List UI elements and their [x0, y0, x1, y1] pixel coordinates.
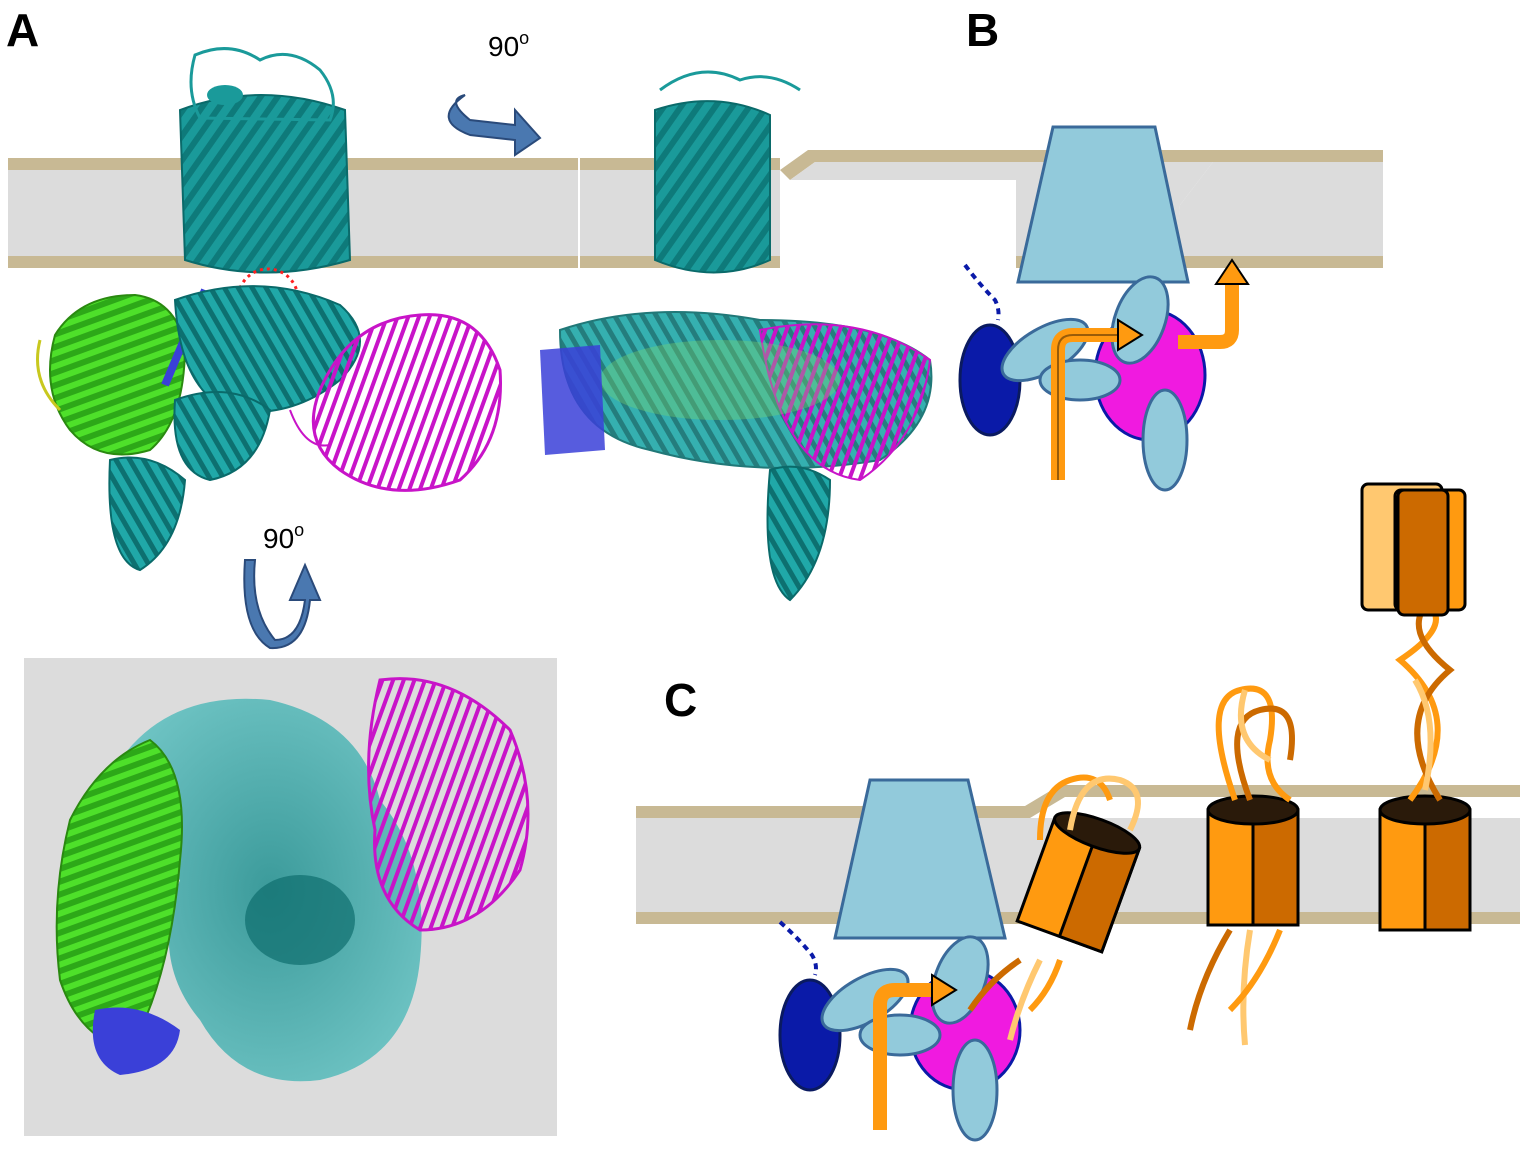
- rotation-label-horizontal: 90o: [488, 28, 529, 62]
- navy-domain-c: [780, 980, 840, 1090]
- panel-c: [636, 484, 1520, 1140]
- rotation-label-vertical: 90o: [263, 520, 304, 554]
- top-down-view: [24, 658, 557, 1136]
- panel-label-a: A: [6, 4, 39, 56]
- subunit-green-a: [38, 295, 186, 455]
- bama-barrel-c: [835, 780, 1005, 938]
- rotate-vertical-arrow-icon: [244, 560, 320, 648]
- beta-barrel-a: [180, 49, 350, 273]
- rotate-horizontal-arrow-icon: [449, 95, 540, 155]
- panel-label-b: B: [966, 4, 999, 56]
- panel-label-c: C: [664, 674, 697, 726]
